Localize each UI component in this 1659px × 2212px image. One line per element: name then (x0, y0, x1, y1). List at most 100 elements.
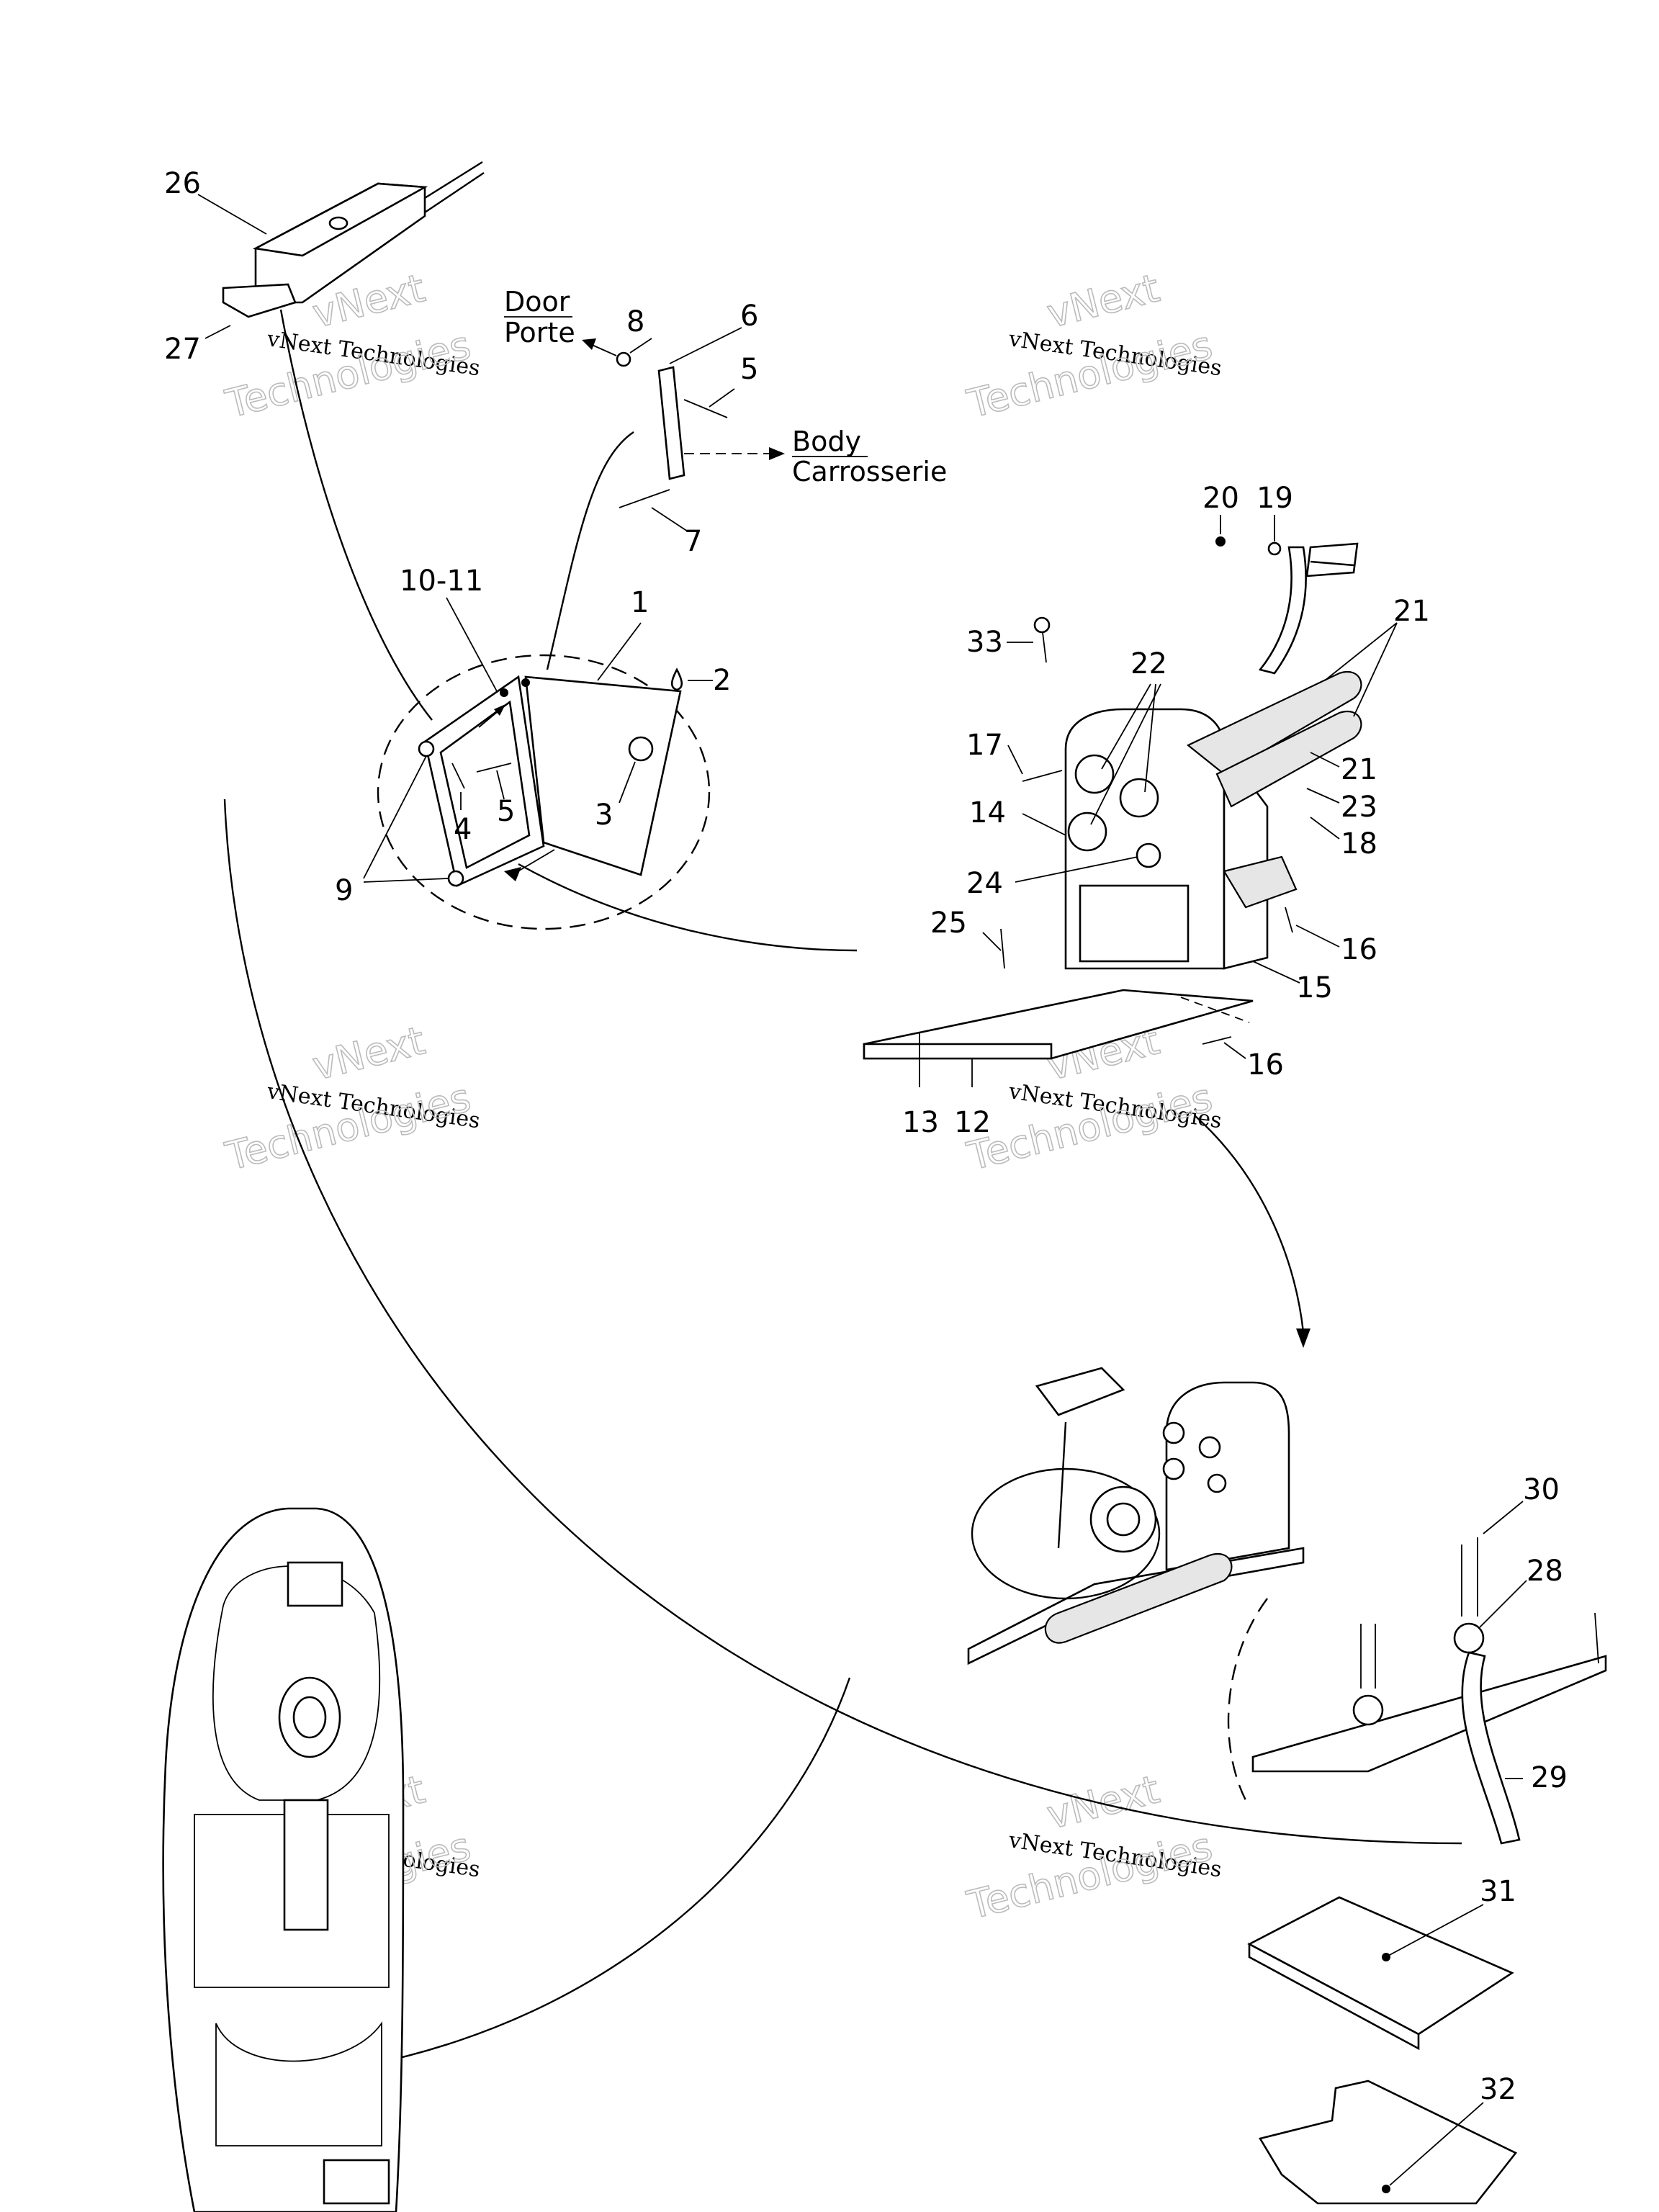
callout-13: 13 (902, 1106, 939, 1139)
leader-23 (1306, 788, 1340, 804)
callout-28: 28 (1527, 1555, 1563, 1588)
callout-31: 31 (1480, 1875, 1516, 1908)
body-label-en: Body (792, 426, 861, 457)
assy-tube (1044, 1553, 1233, 1644)
screw-7-bottom (619, 489, 670, 508)
gauge-ring-a (1074, 754, 1115, 794)
latch-rod-2 (424, 172, 485, 213)
door-lock-3 (628, 736, 654, 762)
cable-29 (1461, 1651, 1521, 1845)
door-bottom-line (515, 849, 555, 873)
screw-16a-line (1285, 907, 1293, 933)
leader-26 (197, 194, 267, 235)
strap-plate (657, 366, 685, 480)
steering-assembly (967, 1367, 1607, 1845)
leader-10-11 (446, 597, 498, 692)
callout-7: 7 (684, 525, 702, 558)
pad-32-shape (1258, 2080, 1518, 2205)
callout-33: 33 (966, 626, 1003, 659)
leader-6 (669, 327, 742, 364)
leader-5b (496, 770, 505, 800)
rod-21-b (1215, 711, 1362, 808)
assy-shaft (1057, 1421, 1067, 1549)
detail-pin-4 (451, 763, 465, 789)
strap-assembly (582, 338, 785, 508)
callout-16-lower: 16 (1247, 1048, 1284, 1082)
leader-15 (1252, 961, 1300, 984)
hinge-dot-2 (521, 678, 530, 687)
steering-plate (1305, 542, 1359, 577)
leader-9b (363, 878, 449, 883)
hull-stern-box (323, 2159, 390, 2205)
callout-27: 27 (164, 333, 201, 366)
callout-15: 15 (1296, 971, 1333, 1004)
leader-16a (1295, 925, 1340, 948)
body-label: Body Carrosserie (792, 426, 947, 487)
callout-16-upper: 16 (1341, 933, 1377, 966)
pad-31-dot (1382, 1953, 1390, 1961)
callout-8: 8 (626, 305, 644, 338)
callout-21-top: 21 (1393, 595, 1430, 628)
leader-3 (619, 761, 636, 804)
detail-ellipse (377, 654, 711, 930)
callout-25: 25 (930, 907, 967, 940)
callout-21-mid: 21 (1341, 753, 1377, 786)
callout-9: 9 (335, 874, 353, 907)
pad-31 (1247, 1896, 1514, 2051)
callout-20: 20 (1202, 482, 1239, 515)
screw-16b-line (1202, 1036, 1232, 1045)
washer-19 (1267, 541, 1282, 556)
leader-27 (204, 325, 231, 339)
callout-24: 24 (966, 867, 1003, 900)
callout-32: 32 (1480, 2073, 1516, 2106)
pad-32-dot (1382, 2185, 1390, 2193)
leader-21a-2 (1353, 622, 1398, 717)
arrow-head-console-to-assembly (1296, 1328, 1310, 1348)
steering-line (1310, 560, 1354, 567)
callout-3: 3 (595, 799, 613, 832)
gauge-ring-b (1119, 778, 1159, 818)
leader-18 (1310, 817, 1340, 840)
callout-1: 1 (631, 586, 649, 619)
console-assembly (863, 536, 1362, 1060)
door-panel (524, 675, 682, 876)
dash-base-link (1180, 997, 1250, 1023)
callout-22: 22 (1130, 647, 1167, 680)
watermark-line1: vNext (1043, 265, 1164, 336)
arrow-curve-console-to-assembly (1195, 1115, 1305, 1333)
watermark-line1: vNext (308, 1017, 429, 1089)
watermark-3: vNext vNext Technologies Technologies (220, 1017, 482, 1180)
callout-14: 14 (969, 796, 1006, 830)
latch-hole (328, 216, 349, 230)
assy-hub-inner (1106, 1502, 1141, 1537)
callout-29: 29 (1531, 1761, 1568, 1794)
screw-5-top (683, 399, 728, 418)
callout-30: 30 (1523, 1473, 1560, 1506)
rivet-9a (418, 740, 435, 757)
mesh-pad (1223, 855, 1298, 909)
callout-5-detail: 5 (497, 795, 515, 828)
door-frame-inner (439, 700, 531, 869)
callout-5-top: 5 (740, 353, 758, 386)
callout-23: 23 (1341, 791, 1377, 824)
callout-2: 2 (713, 664, 731, 697)
pad-31-edge (1248, 1942, 1420, 2051)
leader-32 (1389, 2102, 1484, 2186)
leader-lines (197, 194, 1527, 2186)
curve-big-arc (223, 799, 1462, 1845)
watermark-6: vNext vNext Technologies Technologies (962, 1766, 1223, 1929)
curve-door-to-console (518, 863, 858, 952)
nut-20 (1215, 536, 1226, 547)
door-bottom-arrow (504, 867, 521, 881)
leader-21a-1 (1324, 622, 1398, 681)
rivet-9b (447, 870, 464, 887)
hull-console-block (287, 1561, 343, 1607)
assy-gauge-a (1162, 1421, 1185, 1444)
callout-12: 12 (954, 1106, 991, 1139)
pad-32 (1258, 2080, 1518, 2205)
assy-gauge-c (1162, 1457, 1185, 1480)
cable-edge (1594, 1612, 1599, 1664)
leader-24 (1015, 856, 1138, 883)
leader-7 (651, 507, 688, 532)
